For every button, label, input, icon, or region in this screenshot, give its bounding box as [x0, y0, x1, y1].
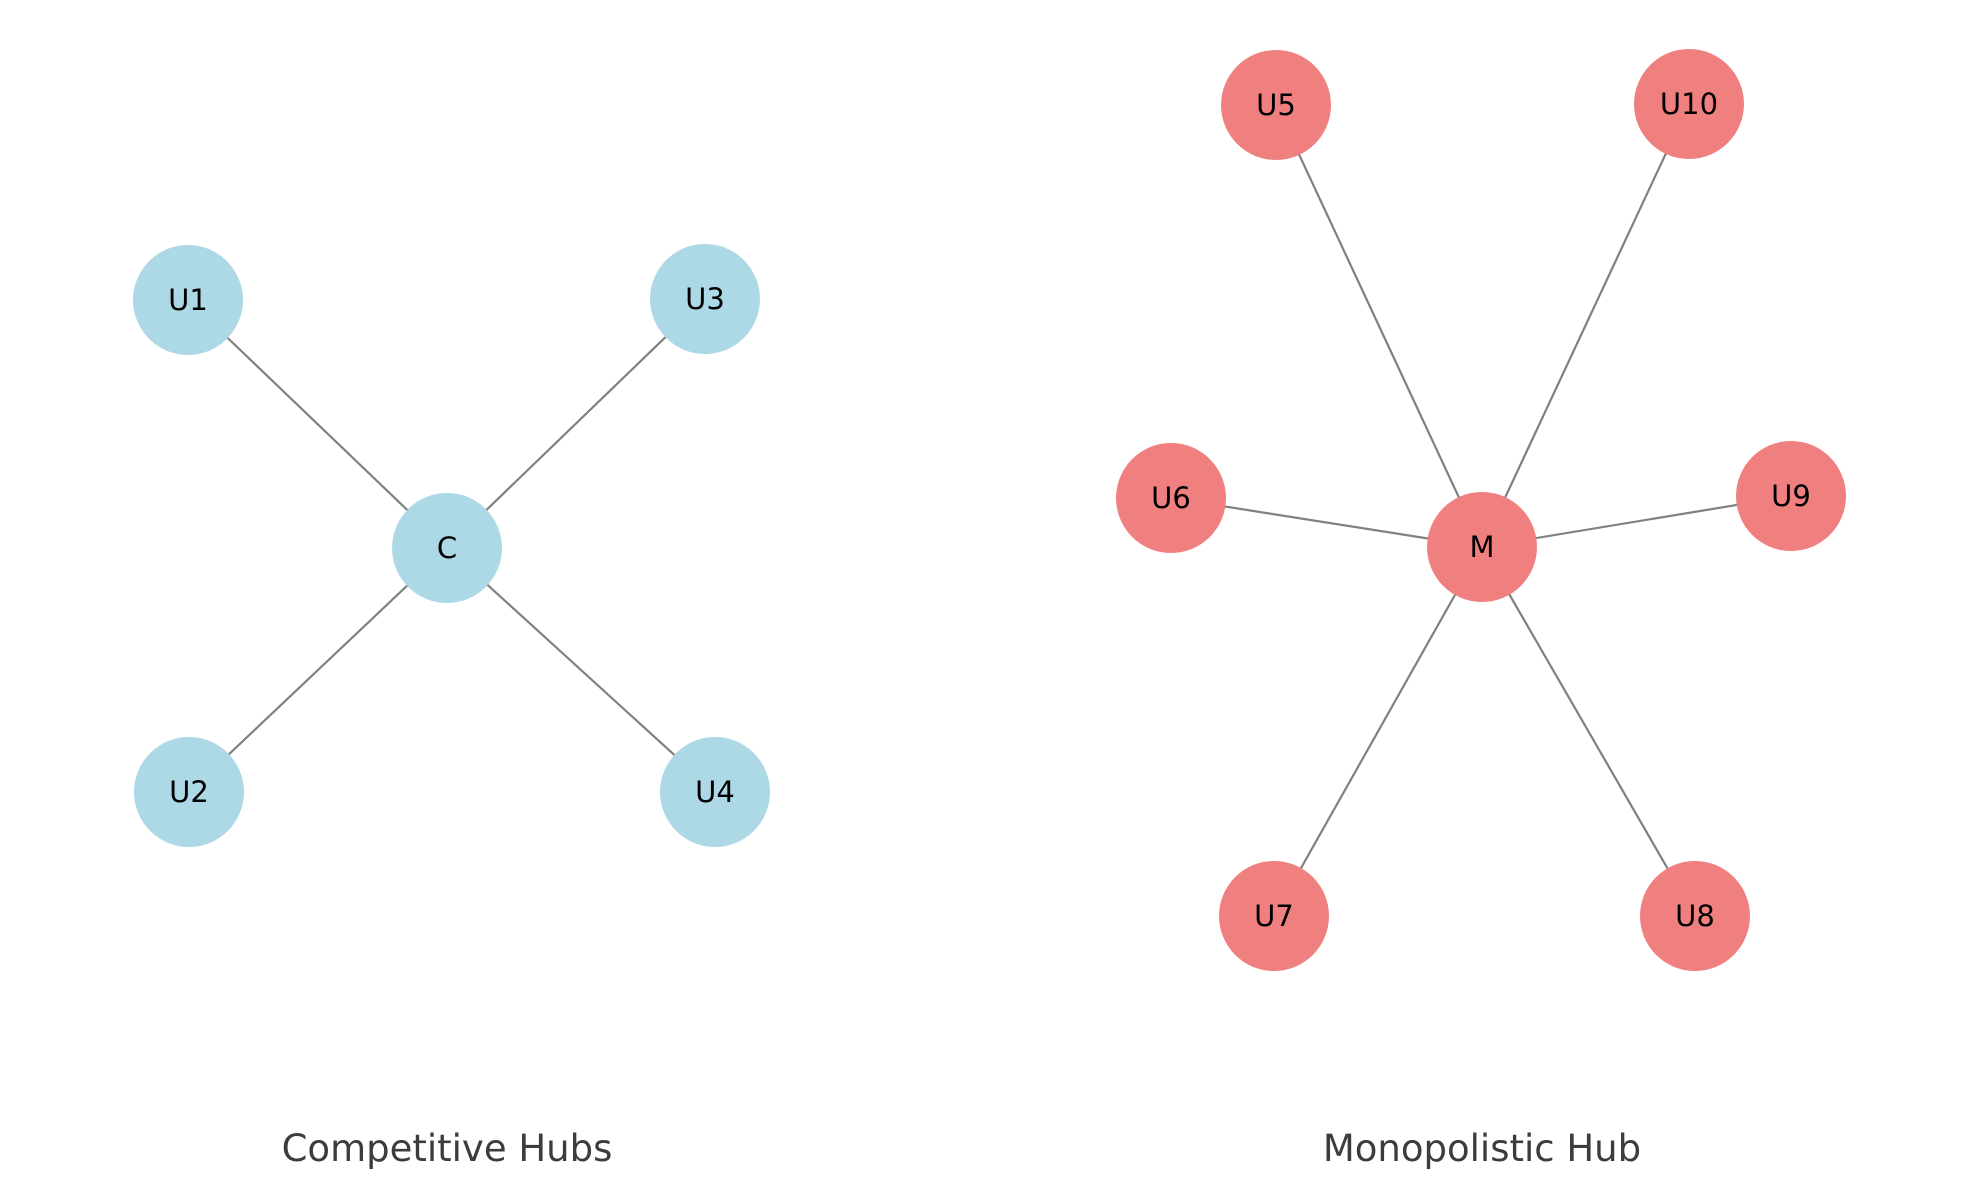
node-U1-circle	[133, 245, 243, 355]
node-U3-circle	[650, 244, 760, 354]
node-U4-circle	[660, 737, 770, 847]
node-U8-circle	[1640, 861, 1750, 971]
edge-C-U1	[187, 299, 448, 549]
edge-M-U10	[1481, 103, 1690, 548]
node-M-circle	[1427, 492, 1537, 602]
node-C-circle	[392, 493, 502, 603]
node-U10-circle	[1634, 49, 1744, 159]
edge-M-U5	[1275, 104, 1483, 548]
node-U9-circle	[1736, 441, 1846, 551]
monopolistic-hub-title: Monopolistic Hub	[1323, 1127, 1641, 1170]
edge-M-U8	[1481, 546, 1696, 917]
competitive-hubs-title: Competitive Hubs	[282, 1127, 613, 1170]
edge-C-U4	[446, 547, 716, 793]
edge-M-U7	[1273, 546, 1483, 917]
competitive-edges	[187, 298, 716, 793]
node-U2-circle	[134, 737, 244, 847]
node-U6-circle	[1116, 443, 1226, 553]
edge-C-U3	[446, 298, 706, 549]
node-U5-circle	[1221, 50, 1331, 160]
edge-C-U2	[188, 547, 448, 793]
node-U7-circle	[1219, 861, 1329, 971]
